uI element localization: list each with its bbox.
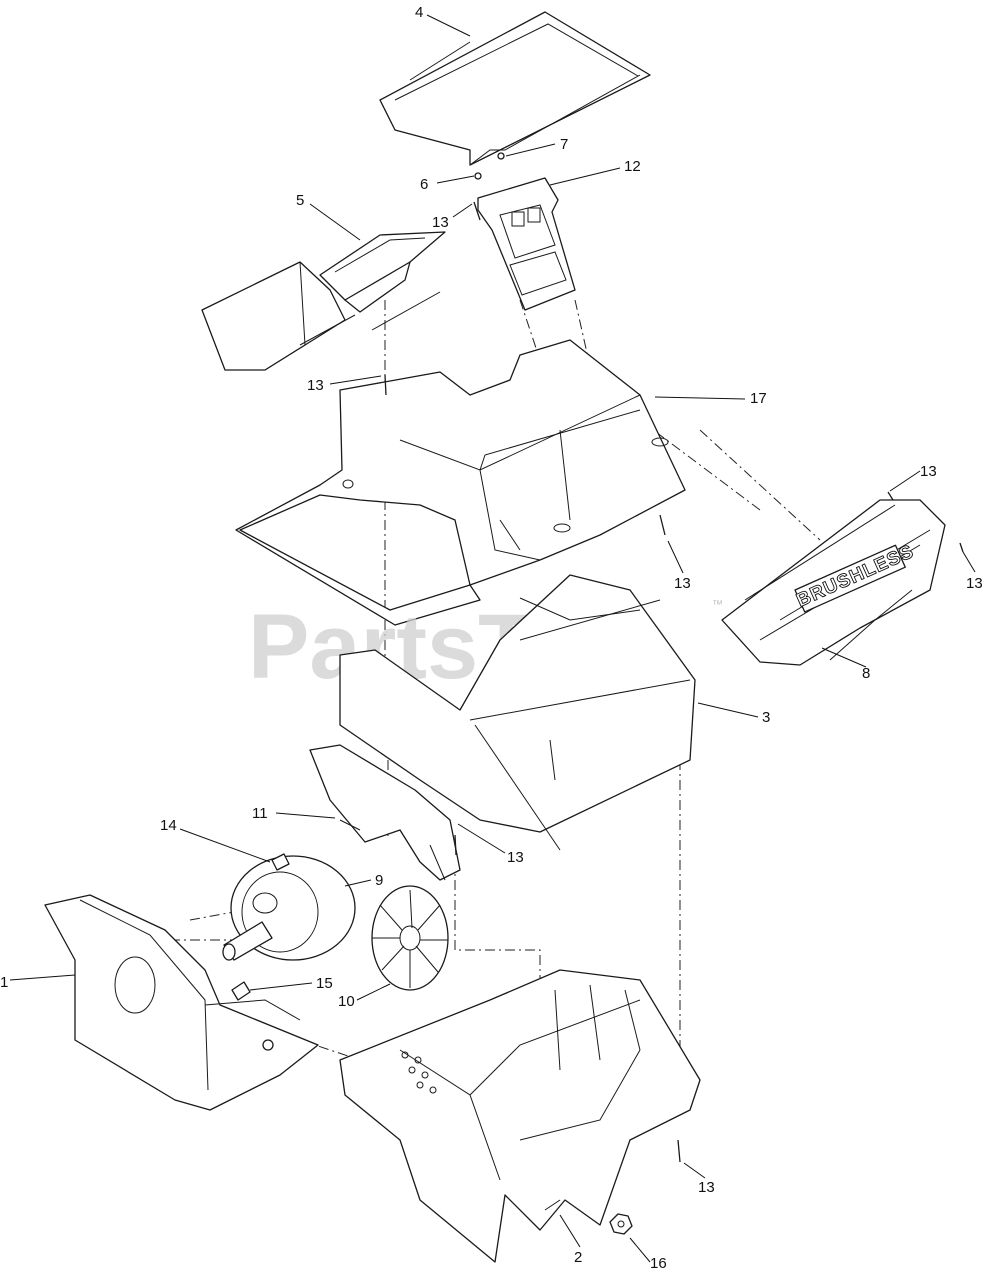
vent-holes: [401, 1051, 437, 1094]
part-8-motor-cover: BRUSHLESS: [721, 499, 946, 666]
callouts: 4 5 6 7 12 13 13 17 13 13 13 8 3 11 13 1…: [0, 4, 983, 1272]
callout-4: 4: [415, 4, 423, 21]
callout-14: 14: [160, 817, 177, 834]
part-5-handle-bracket: [201, 231, 446, 371]
part-10-fan: [371, 885, 449, 991]
callout-10: 10: [338, 993, 355, 1010]
callout-13-cover-side: 13: [966, 575, 983, 592]
part-15-bolt: [231, 981, 251, 1001]
part-12-switch-bracket: [477, 177, 576, 311]
callout-16: 16: [650, 1255, 667, 1272]
part-3-lower-housing: [339, 574, 696, 851]
screws: [384, 201, 964, 1163]
leader-lines: [9, 14, 976, 1263]
callout-15: 15: [316, 975, 333, 992]
callout-13-base: 13: [698, 1179, 715, 1196]
callout-11: 11: [252, 805, 268, 822]
callout-13-bracket: 13: [432, 214, 449, 231]
callout-7: 7: [560, 136, 568, 153]
part-1-side-plate: [44, 894, 319, 1111]
callout-6: 6: [420, 176, 428, 193]
part-16-nut: [609, 1213, 633, 1235]
part-11-baffle: [309, 744, 461, 881]
part-6-7-pins: [474, 152, 505, 180]
callout-13-cover-top: 13: [920, 463, 937, 480]
callout-13-baffle: 13: [507, 849, 524, 866]
part-17-upper-housing: [235, 339, 686, 626]
callout-13-upper-housing: 13: [307, 377, 324, 394]
callout-1: 1: [0, 974, 8, 991]
brushless-decal-plate: [794, 544, 906, 613]
callout-17: 17: [750, 390, 767, 407]
callout-5: 5: [296, 192, 304, 209]
callout-2: 2: [574, 1249, 582, 1266]
callout-8: 8: [862, 665, 870, 682]
part-14-bolt: [271, 853, 290, 871]
part-9-motor: [222, 855, 356, 961]
callout-9: 9: [375, 872, 383, 889]
callout-13-upper-bottom: 13: [674, 575, 691, 592]
watermark-trademark: ™: [712, 599, 723, 611]
part-4-top-cover: [379, 11, 651, 166]
callout-3: 3: [762, 709, 770, 726]
part-2-base-housing: [339, 969, 701, 1263]
callout-12: 12: [624, 158, 641, 175]
